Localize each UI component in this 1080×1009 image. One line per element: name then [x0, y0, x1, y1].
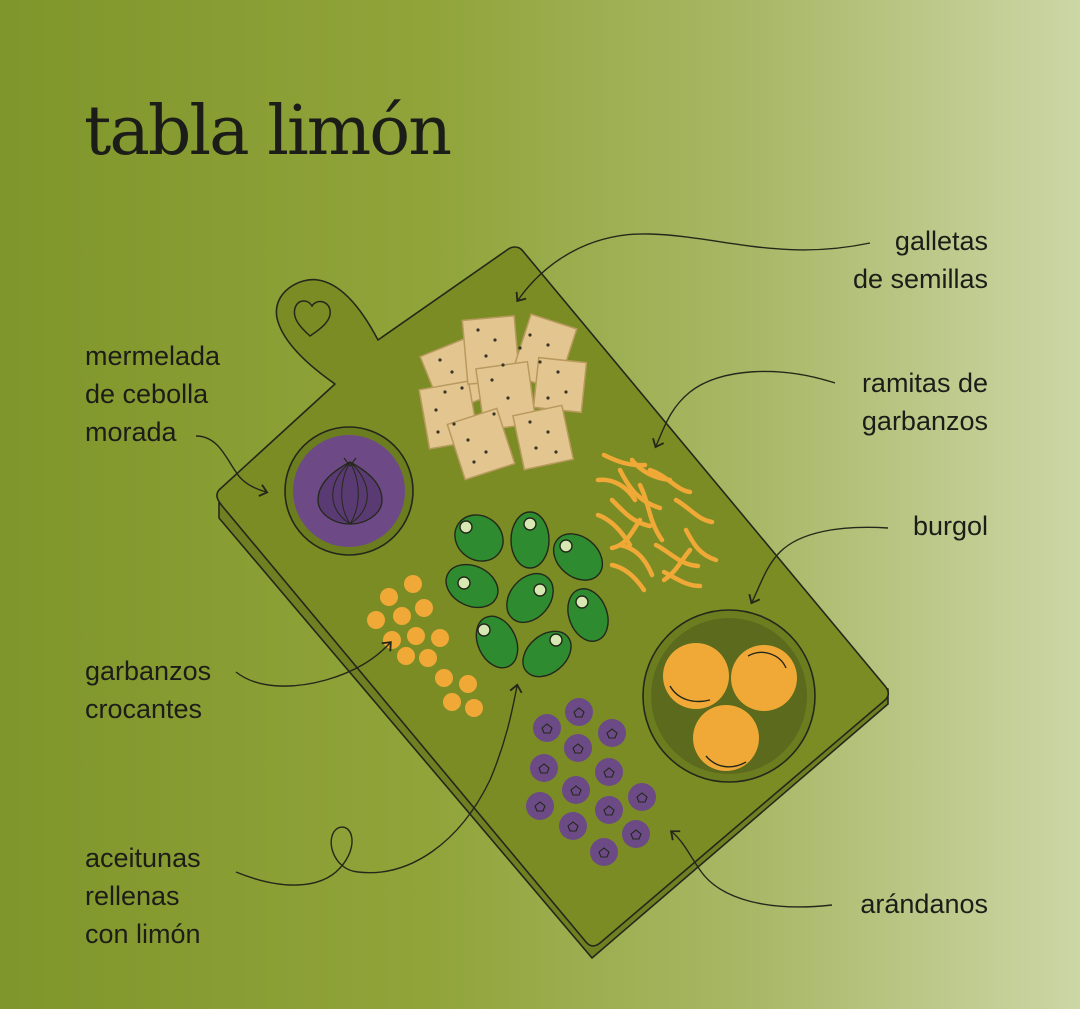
annotation-arrows — [195, 233, 889, 908]
seed-crackers — [418, 313, 588, 481]
arrow-mermelada — [195, 435, 269, 497]
cracker-seeds — [434, 328, 568, 464]
arrow-galletas — [515, 233, 871, 303]
label-galletas: galletas de semillas — [852, 226, 988, 294]
blueberries — [526, 698, 656, 866]
arrow-garbanzos — [235, 641, 392, 687]
blueberry-crowns — [534, 707, 648, 858]
label-arandanos: arándanos — [860, 889, 988, 919]
label-ramitas: ramitas de garbanzos — [861, 368, 988, 436]
label-burgol: burgol — [912, 511, 988, 541]
page-title: tabla limón — [84, 92, 452, 171]
label-aceitunas: aceitunas rellenas con limón — [85, 843, 201, 949]
burgol-bowl — [642, 609, 816, 783]
chickpea-sticks — [595, 452, 719, 593]
crunchy-chickpeas — [367, 575, 483, 717]
arrow-aceitunas — [235, 683, 523, 886]
heart-icon — [293, 300, 331, 337]
arrow-burgol — [748, 526, 889, 605]
stuffed-olives — [445, 511, 609, 678]
label-mermelada: mermelada de cebolla morada — [85, 341, 221, 447]
label-garbanzos: garbanzos crocantes — [85, 656, 212, 724]
arrow-ramitas — [652, 370, 836, 449]
arrow-arandanos — [669, 830, 833, 908]
jam-bowl — [284, 426, 414, 556]
